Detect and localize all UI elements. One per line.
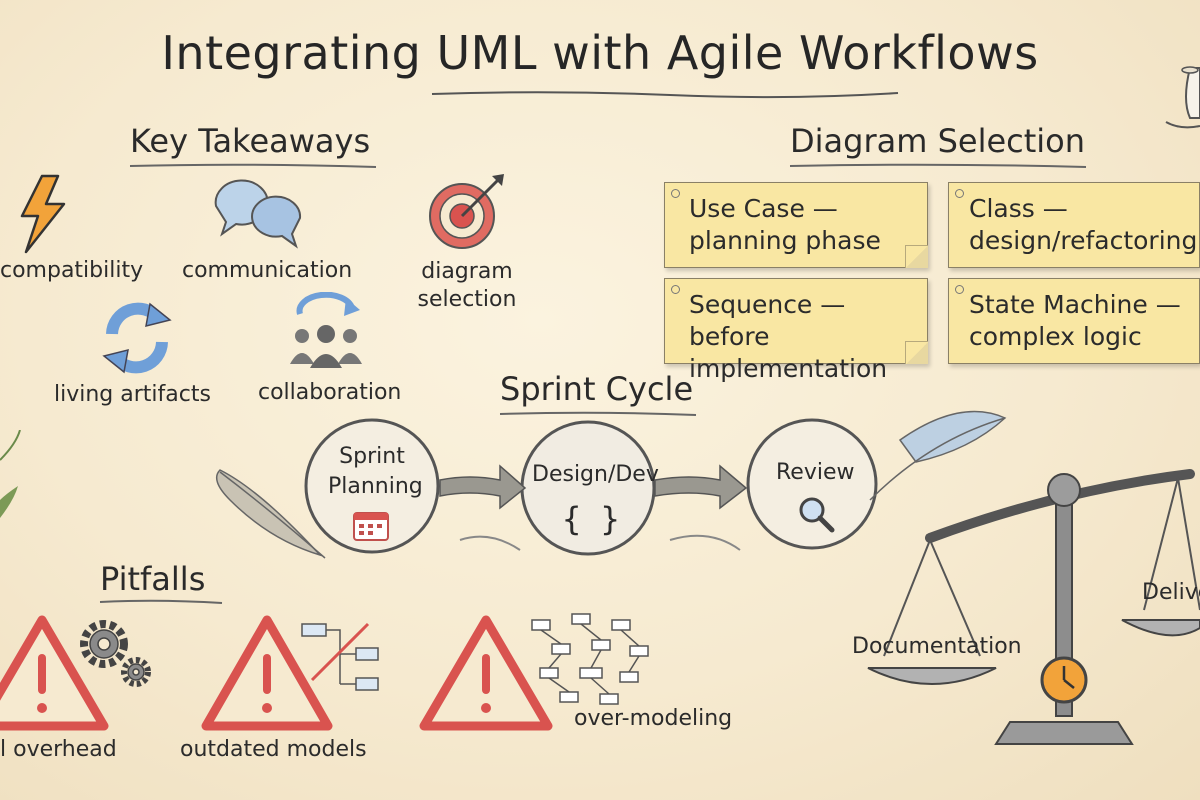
heading-underline (129, 163, 377, 168)
takeaway-living-artifacts-label: living artifacts (54, 382, 211, 407)
heading-underline (789, 163, 1087, 168)
balance-delivery-label: Delive (1142, 580, 1200, 605)
balance-documentation-label: Documentation (852, 634, 1022, 659)
cycle-arrow-shadow (459, 535, 521, 551)
feather-icon (869, 410, 1007, 501)
warning-icon (0, 615, 109, 731)
scale-icon (867, 469, 1200, 745)
takeaway-communication-label: communication (182, 258, 353, 283)
takeaway-collaboration-label: collaboration (258, 380, 402, 405)
note-use-case: Use Case — planning phase (664, 182, 928, 268)
sprint-cycle-graphic (215, 410, 1007, 559)
cycle-arrow (439, 464, 527, 510)
crossed-diagram-icon (301, 622, 379, 691)
cycle-arrow (654, 464, 748, 510)
pin-dot (955, 189, 964, 198)
note-use-case-line1: Use Case — (689, 194, 838, 223)
key-takeaways-heading: Key Takeaways (130, 122, 371, 160)
page-curl (905, 341, 928, 364)
calendar-icon (353, 512, 389, 541)
people-group-icon (290, 292, 362, 368)
note-state-machine-line1: State Machine — (969, 290, 1181, 319)
pitfall-over-modeling-label: over-modeling (574, 706, 733, 731)
refresh-arrows-icon (102, 302, 172, 374)
gears-icon (80, 620, 151, 687)
heading-underline (499, 411, 697, 416)
page-title: Integrating UML with Agile Workflows (161, 26, 1039, 80)
sprint-cycle-heading: Sprint Cycle (500, 370, 694, 408)
note-state-machine-line2: complex logic (969, 322, 1142, 351)
complex-diagram-icon (531, 613, 649, 705)
warning-icon (201, 615, 333, 731)
stage-planning-line1: Sprint (339, 444, 405, 469)
note-class-line2: design/refactoring (969, 226, 1198, 255)
coffee-cup-icon (1165, 66, 1200, 129)
stage-design-label: Design/Dev (532, 462, 659, 487)
takeaway-compatibility-label: compatibility (0, 258, 144, 283)
pitfall-overhead-label: l overhead (0, 737, 117, 762)
stage-planning-label: Sprint Planning (328, 442, 423, 502)
note-sequence-line1: Sequence — before (689, 290, 846, 351)
title-underline (431, 91, 899, 99)
page-curl (905, 245, 928, 268)
takeaway-diagram-selection-label: diagram selection (412, 258, 522, 314)
pitfalls-heading: Pitfalls (100, 560, 206, 598)
note-state-machine: State Machine — complex logic (948, 278, 1200, 364)
stage-circle-planning (304, 418, 440, 554)
takeaway-diagram-selection-text: diagram selection (417, 259, 517, 312)
lightning-icon (20, 174, 66, 254)
stage-planning-line2: Planning (328, 474, 423, 499)
feather-icon (215, 469, 326, 559)
pitfalls-graphic (0, 613, 649, 731)
cycle-arrow-shadow (669, 534, 741, 551)
stage-review-label: Review (776, 460, 855, 485)
note-class: Class — design/refactoring (948, 182, 1200, 268)
diagram-selection-heading: Diagram Selection (790, 122, 1086, 160)
warning-icon (419, 615, 553, 731)
clock-icon (1040, 656, 1088, 704)
note-class-line1: Class — (969, 194, 1068, 223)
speech-bubbles-icon (214, 179, 302, 249)
note-sequence-line2: implementation (689, 354, 888, 383)
pin-dot (671, 189, 680, 198)
plant-icon (0, 430, 21, 518)
code-braces-icon: { } (562, 500, 620, 538)
heading-underline (99, 599, 223, 604)
pitfall-outdated-label: outdated models (180, 737, 367, 762)
note-sequence: Sequence — before implementation (664, 278, 928, 383)
note-use-case-line2: planning phase (689, 226, 881, 255)
pin-dot (955, 285, 964, 294)
magnifier-icon (799, 497, 835, 533)
target-icon (429, 174, 504, 249)
pin-dot (671, 285, 680, 294)
stage-circle-review (746, 418, 878, 550)
